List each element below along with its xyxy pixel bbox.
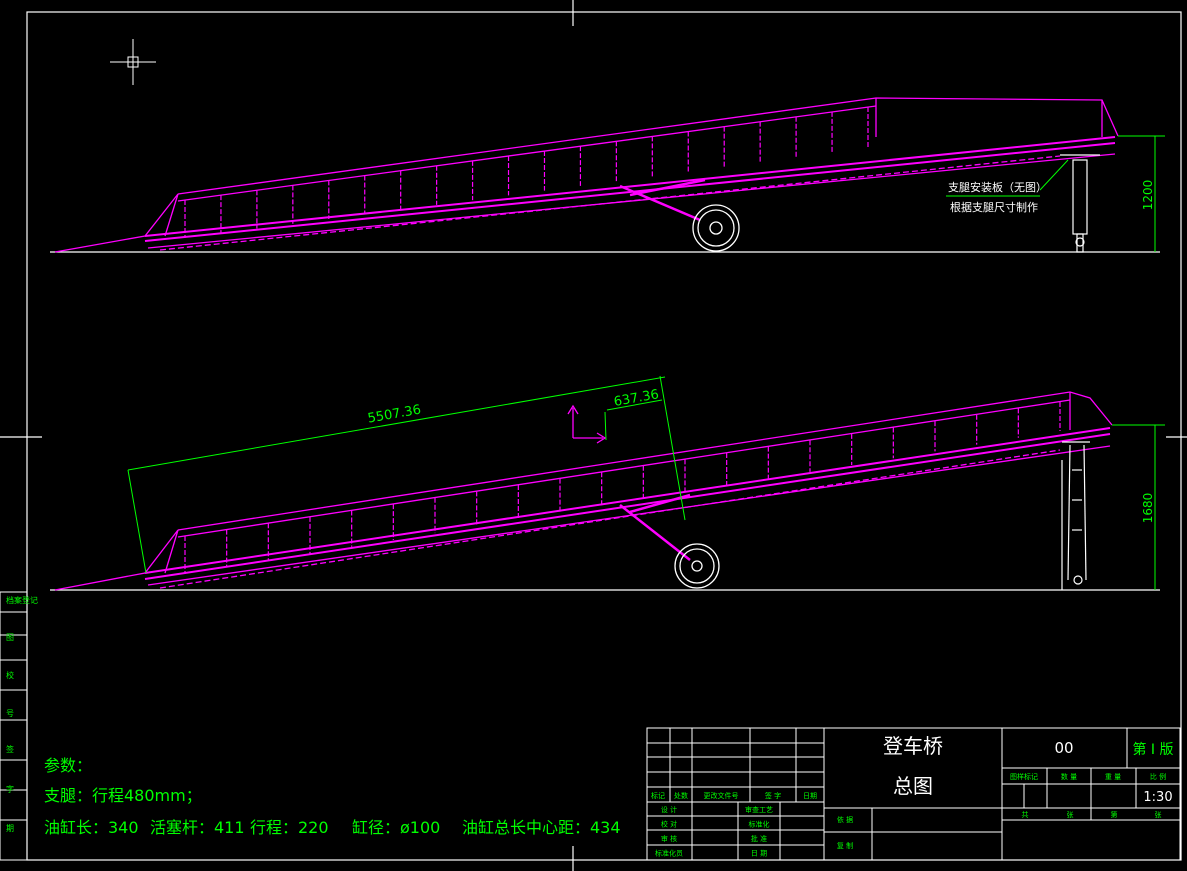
support-leg-view2 (1061, 441, 1090, 590)
title-header-label: 标记 (651, 791, 665, 800)
title-sheet-label: 第 (1111, 810, 1118, 819)
title-sheet-label: 张 (1067, 810, 1074, 819)
left-strip-label: 图 (6, 633, 14, 642)
left-strip-label: 字 (6, 784, 14, 794)
title-row-label: 批 准 (751, 834, 767, 843)
title-header-label: 数 量 (1061, 772, 1077, 781)
left-strip-label: 签 (6, 744, 14, 754)
params-stroke: 行程：220 (250, 818, 329, 837)
crosshair-cursor-icon (110, 39, 156, 85)
left-strip-label: 校 (6, 670, 14, 680)
params-bore: 缸径：ø100 (352, 818, 440, 837)
title-header-label: 签 字 (765, 791, 781, 800)
left-strip-label: 号 (6, 709, 14, 718)
title-row-label: 审查工艺 (745, 805, 773, 814)
title-row-label: 标准化员 (655, 849, 683, 858)
title-row-label: 校 对 (661, 820, 677, 829)
title-row-label: 复 制 (837, 841, 853, 850)
height-dimension-1680: 1680 (1141, 493, 1155, 524)
note-make-by-leg-size: 根据支腿尺寸制作 (950, 200, 1038, 214)
title-row-label: 标准化 (749, 820, 770, 829)
left-strip-label: 档案登记 (6, 595, 38, 605)
note-mounting-plate: 支腿安装板（无图） (948, 180, 1047, 194)
support-leg-view1 (1060, 154, 1100, 253)
drawing-name: 登车桥 (883, 734, 943, 758)
drawing-number: 00 (1054, 739, 1073, 757)
title-row-label: 审 核 (661, 834, 677, 843)
wheel-view2 (674, 543, 720, 589)
offset-dimension-637: 637.36 (613, 387, 660, 410)
parameters-note: 参数： 支腿：行程480mm； 油缸长：340 活塞杆：411 行程：220 缸… (44, 756, 621, 837)
ramp-view-raised: 5507.36 637.36 1680 (50, 375, 1165, 591)
title-row-label: 日 期 (751, 850, 767, 858)
params-piston-rod: 活塞杆：411 (150, 818, 245, 837)
params-leg-stroke: 支腿：行程480mm； (44, 786, 202, 805)
ucs-axis-icon (567, 404, 607, 444)
edition: 第 I 版 (1132, 741, 1173, 758)
title-header-label: 重 量 (1105, 773, 1121, 781)
title-header-label: 更改文件号 (704, 791, 739, 800)
title-header-label: 图样标记 (1010, 772, 1038, 781)
title-sheet-label: 共 (1022, 810, 1029, 819)
ramp-view-lowered: 1200 支腿安装板（无图） 根据支腿尺寸制作 (50, 97, 1165, 253)
height-dimension-1200: 1200 (1141, 180, 1155, 211)
title-header-label: 日期 (803, 792, 817, 800)
params-center-distance: 油缸总长中心距：434 (462, 818, 621, 837)
wheel-view1 (692, 204, 740, 252)
drawing-type: 总图 (893, 774, 933, 798)
title-sheet-label: 张 (1155, 810, 1162, 819)
params-cylinder-length: 油缸长：340 (44, 818, 139, 837)
title-block: 登车桥 总图 00 第 I 版 1:30 标记处数 更改文件号 签 字 日期设 计校 … (646, 727, 1181, 861)
title-header-label: 处数 (674, 791, 688, 800)
title-row-label: 设 计 (661, 805, 677, 814)
title-header-label: 比 例 (1150, 772, 1166, 781)
scale-value: 1:30 (1143, 790, 1172, 805)
length-dimension-5507: 5507.36 (367, 402, 423, 426)
params-title: 参数： (44, 756, 92, 775)
left-strip-label: 期 (6, 824, 14, 833)
title-row-label: 依 据 (837, 815, 853, 824)
